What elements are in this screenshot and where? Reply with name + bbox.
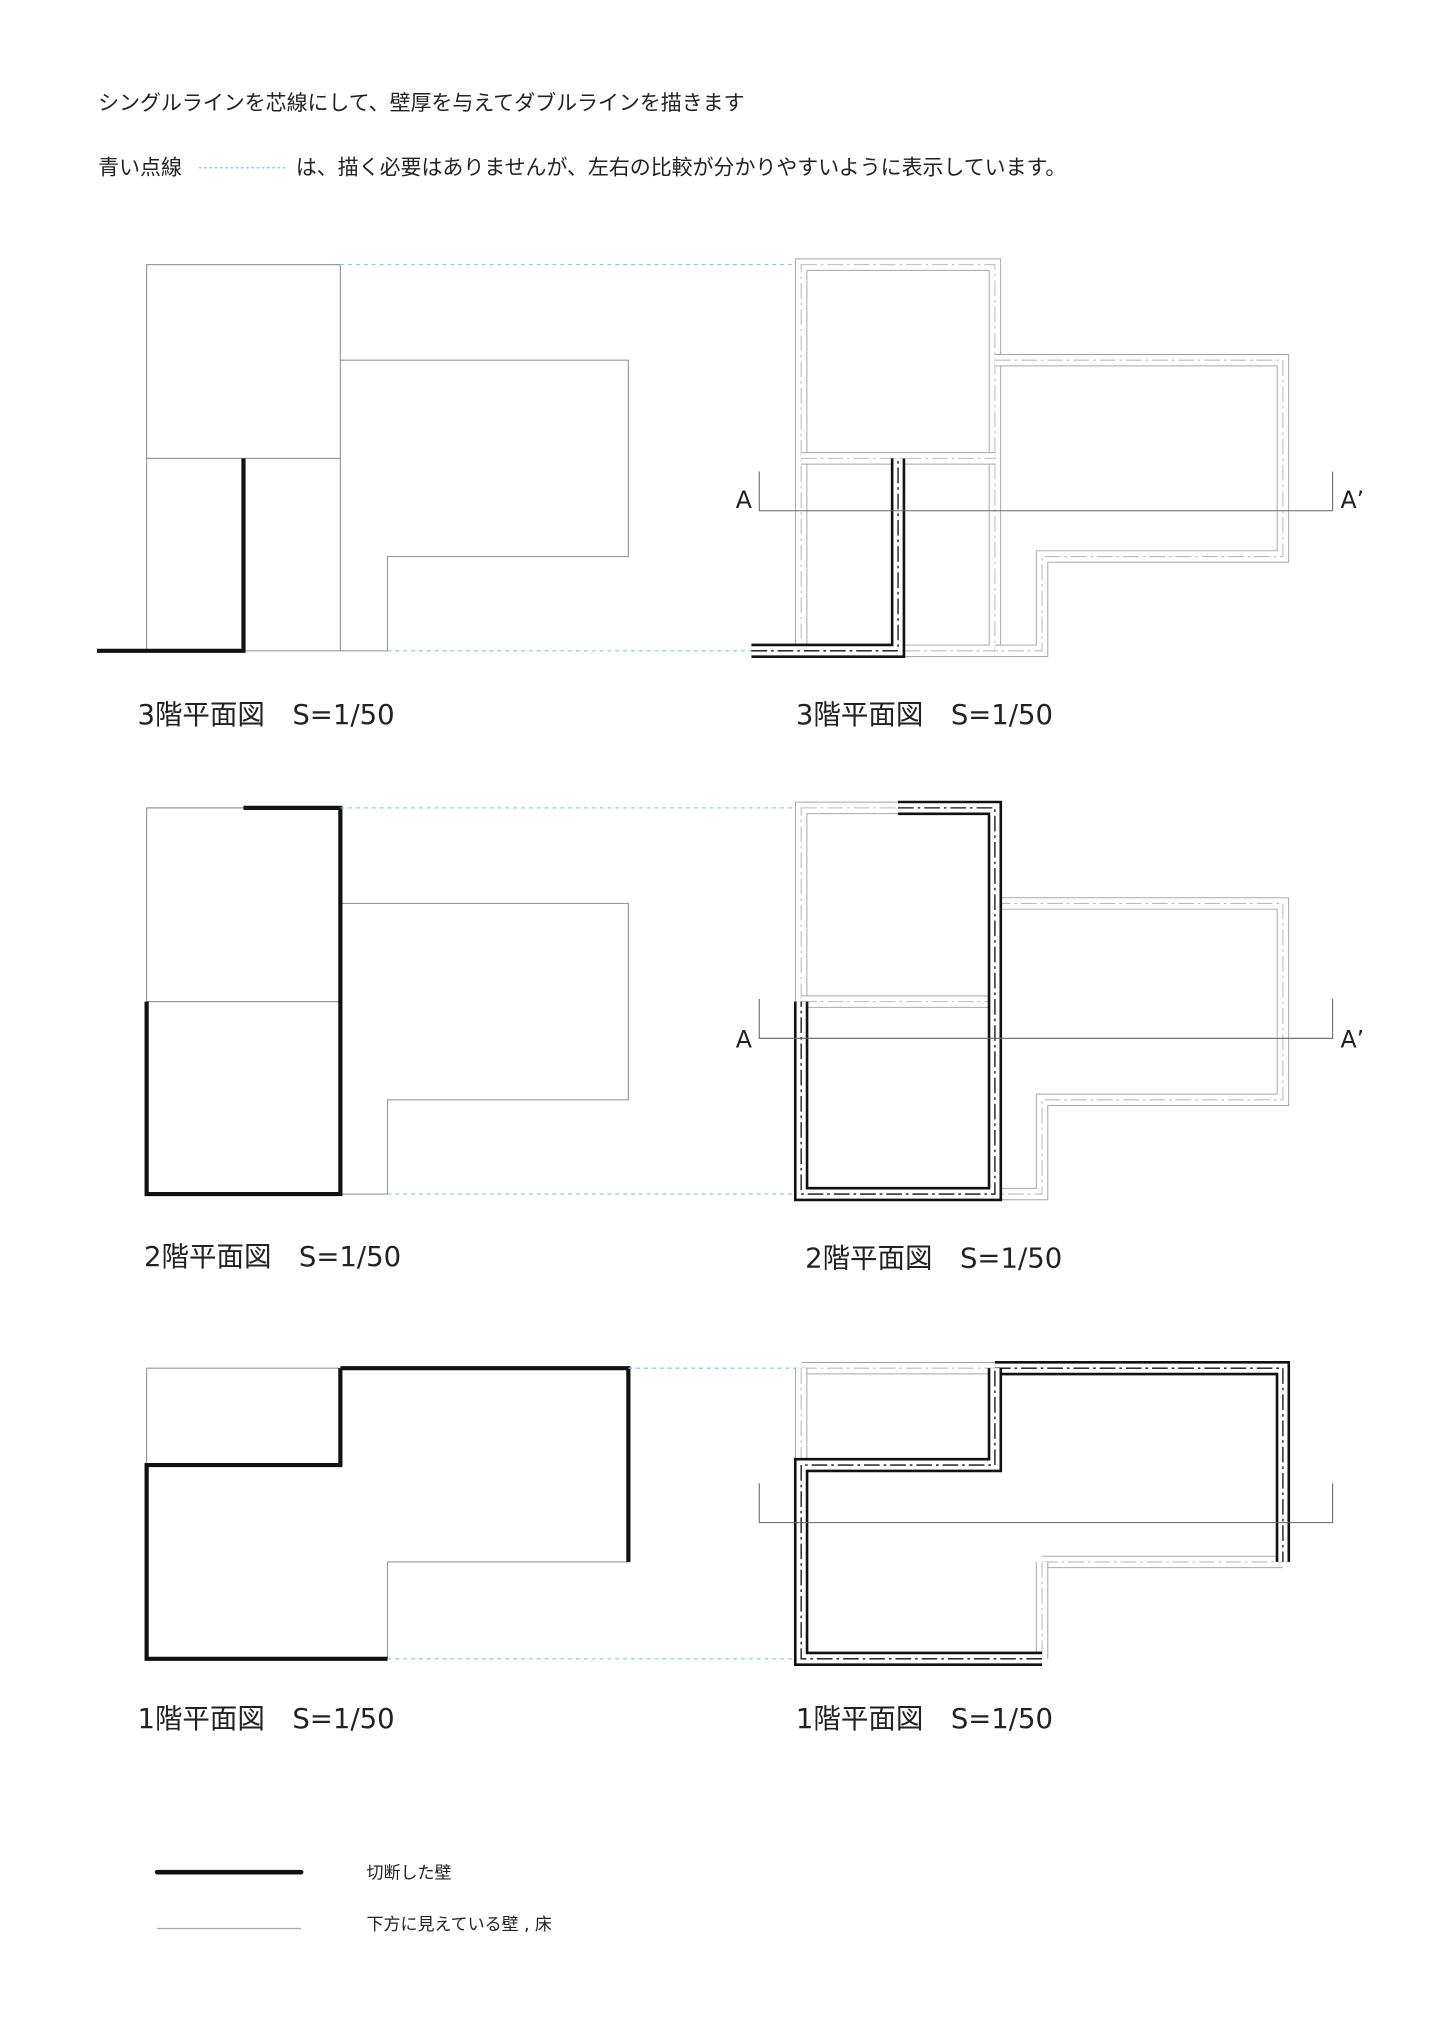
floor3-right-visible-wall-fill xyxy=(994,354,1289,657)
floor2-section-a-prime: A’ xyxy=(1341,1025,1365,1053)
floor2-left-visible-wall xyxy=(340,902,629,1195)
legend-cut-wall-label: 切断した壁 xyxy=(367,1864,452,1884)
floor2-right-visible-wall-fill xyxy=(994,898,1289,1200)
legend-visible-label: 下方に見えている壁 , 床 xyxy=(367,1915,552,1935)
floor3-section-line xyxy=(758,471,1334,512)
floor2-section-line xyxy=(758,999,1334,1039)
floor1-right-cut-wall xyxy=(793,1368,1043,1666)
floor2-right-cut-centerline xyxy=(800,807,996,1195)
floor1-right-cut-wall xyxy=(994,1360,1291,1562)
floor3-left-cut-wall xyxy=(96,458,246,653)
floor2-left-cut-wall xyxy=(144,805,343,1197)
floor1-right-cut-centerline xyxy=(800,1368,1043,1660)
floor3-section-a: A xyxy=(736,486,752,514)
intro-line-2-suffix: は、描く必要はありませんが、左右の比較が分かりやすいように表示しています。 xyxy=(296,155,1067,179)
floor3-section-a-prime: A’ xyxy=(1341,486,1365,514)
floor1-right-cut-wall-fill xyxy=(994,1363,1288,1562)
floor3-right-cut-wall-fill xyxy=(751,458,903,656)
floor1-right-cut-centerline xyxy=(994,1367,1284,1562)
floor2-section-a: A xyxy=(736,1025,752,1053)
floor1-section-line xyxy=(758,1483,1334,1524)
floor1-left-label: 1階平面図 S=1/50 xyxy=(137,1703,394,1735)
floor3-right-cut-centerline xyxy=(751,458,899,652)
floor1-right-cut-wall-fill xyxy=(796,1368,1043,1664)
floor3-left-label: 3階平面図 S=1/50 xyxy=(137,699,394,731)
floor1-left-cut-wall xyxy=(340,1366,631,1562)
floor3-right-cut-wall xyxy=(751,458,906,659)
floor3-right-label: 3階平面図 S=1/50 xyxy=(796,699,1053,731)
intro-line-1: シングルラインを芯線にして、壁厚を与えてダブルラインを描きます xyxy=(98,91,744,115)
floor1-left-cut-wall xyxy=(144,1368,388,1661)
floor1-right-label: 1階平面図 S=1/50 xyxy=(796,1703,1053,1735)
floor2-left-visible-wall xyxy=(146,807,341,1195)
floor3-left-visible-wall xyxy=(340,359,629,652)
floor2-left-label: 2階平面図 S=1/50 xyxy=(144,1241,401,1273)
intro-line-2-prefix: 青い点線 xyxy=(98,155,182,179)
floor2-right-label: 2階平面図 S=1/50 xyxy=(805,1242,1062,1274)
